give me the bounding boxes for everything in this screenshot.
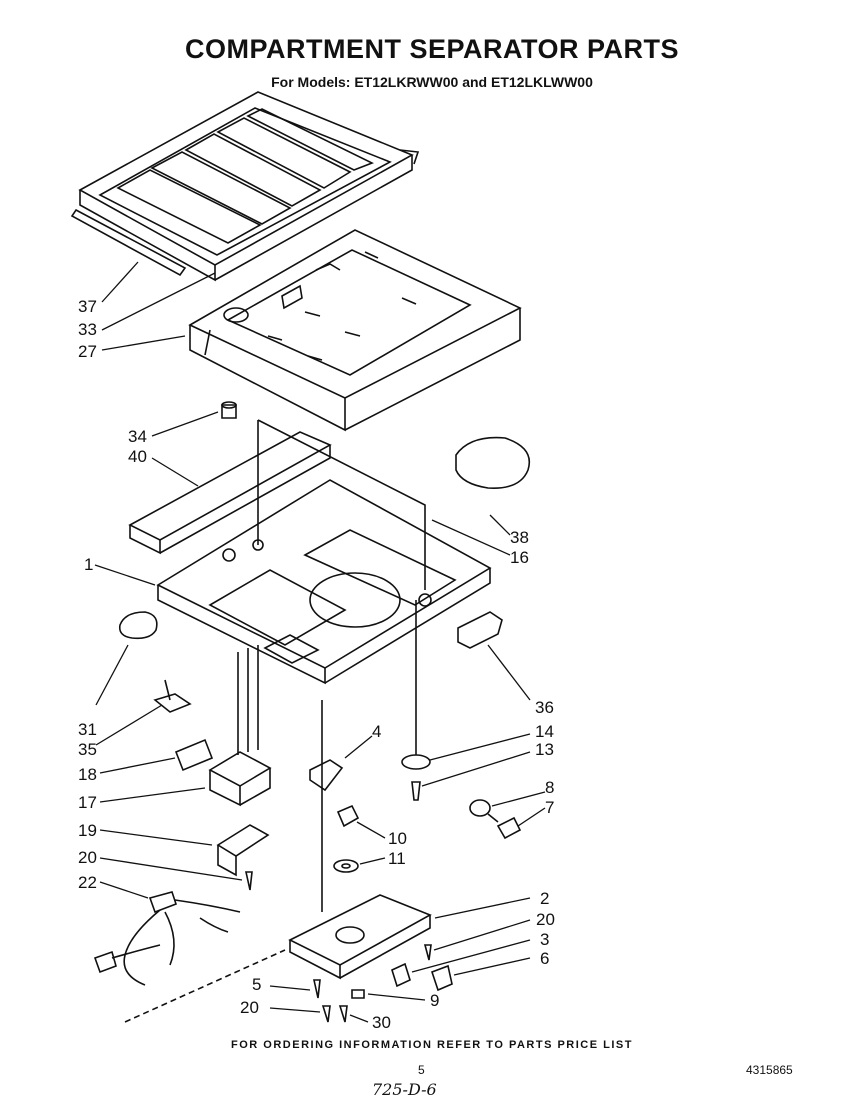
part-knob-31 — [118, 611, 158, 640]
callout-13: 13 — [535, 740, 554, 759]
part-mount-4 — [309, 700, 344, 912]
part-fastener-34 — [221, 401, 237, 419]
part-housing-2 — [288, 894, 432, 980]
part-bezel-18 — [174, 738, 214, 772]
callout-36: 36 — [535, 698, 554, 717]
part-screw-20c — [321, 1005, 331, 1023]
part-switch-3 — [391, 962, 411, 988]
callout-30: 30 — [372, 1013, 391, 1032]
part-bracket-35 — [153, 679, 192, 713]
callout-16: 16 — [510, 548, 529, 567]
part-plate-40 — [128, 431, 332, 555]
callout-8: 8 — [545, 778, 554, 797]
part-harness-22 — [93, 891, 241, 986]
callout-33: 33 — [78, 320, 97, 339]
page-title: COMPARTMENT SEPARATOR PARTS — [184, 34, 679, 64]
callout-7: 7 — [545, 798, 554, 817]
handwritten-note: 725-D-6 — [372, 1080, 437, 1099]
part-housing-17 — [208, 645, 272, 807]
part-screw-20a — [245, 871, 253, 891]
part-washer-11 — [333, 859, 359, 873]
callout-14: 14 — [535, 722, 554, 741]
callout-17: 17 — [78, 793, 97, 812]
page-number: 5 — [418, 1063, 425, 1077]
callout-19: 19 — [78, 821, 97, 840]
callout-10: 10 — [388, 829, 407, 848]
part-wire-16 — [257, 419, 426, 590]
callout-18: 18 — [78, 765, 97, 784]
part-main-pan-1 — [156, 479, 492, 685]
leader-lines — [94, 261, 546, 1023]
callout-20-lower: 20 — [240, 998, 259, 1017]
part-switch-6 — [430, 964, 453, 992]
model-subtitle: For Models: ET12LKRWW00 and ET12LKLWW00 — [271, 74, 593, 90]
callout-27: 27 — [78, 342, 97, 361]
part-cap-36 — [457, 611, 503, 649]
part-switch-19 — [216, 824, 270, 877]
callout-11: 11 — [388, 849, 406, 868]
callout-20-upper: 20 — [78, 848, 97, 867]
part-screw-20b — [423, 944, 432, 961]
ordering-note: FOR ORDERING INFORMATION REFER TO PARTS … — [231, 1039, 633, 1051]
callout-5: 5 — [252, 975, 261, 994]
callout-6: 6 — [540, 949, 549, 968]
part-separator-block — [188, 229, 522, 432]
part-screw-13 — [411, 781, 421, 801]
part-clip-10 — [336, 804, 360, 828]
callout-4: 4 — [372, 722, 381, 741]
part-cover-grille — [70, 91, 420, 282]
part-grommet-14 — [401, 600, 431, 770]
callout-1: 1 — [84, 555, 93, 574]
callout-22: 22 — [78, 873, 97, 892]
callout-35: 35 — [78, 740, 97, 759]
part-lamp-8 — [469, 799, 499, 823]
callout-31: 31 — [78, 720, 97, 739]
part-screw-30 — [338, 1005, 348, 1023]
part-screw-5 — [313, 979, 321, 999]
callout-20-right: 20 — [536, 910, 555, 929]
part-gasket-38 — [455, 436, 530, 489]
callout-34: 34 — [128, 427, 147, 446]
callout-9: 9 — [430, 991, 439, 1010]
document-number: 4315865 — [746, 1063, 793, 1077]
callout-40: 40 — [128, 447, 147, 466]
callout-38: 38 — [510, 528, 529, 547]
part-socket-7 — [496, 816, 522, 840]
callout-3: 3 — [540, 930, 549, 949]
callout-2: 2 — [540, 889, 549, 908]
callout-37: 37 — [78, 297, 97, 316]
part-nut-9 — [351, 989, 365, 999]
